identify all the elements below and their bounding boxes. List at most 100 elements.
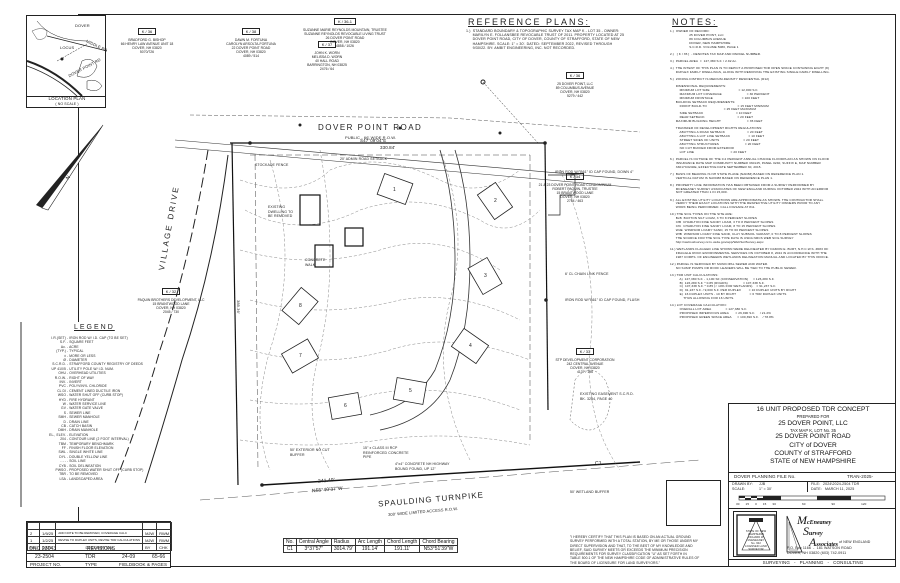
- note-item: 6.) PARCEL IS OUTSIDE OF THE 0.2 PERCENT…: [670, 156, 830, 169]
- legend-description: FIRE HYDRANT: [69, 397, 95, 402]
- legend-description: CATCH BASIN: [69, 424, 93, 428]
- legend-separator: -: [66, 397, 70, 402]
- legend-separator: -: [66, 358, 70, 362]
- legend-item: CL DI - CEMENT LINED DUCTILE IRON: [26, 389, 120, 394]
- legend-description: SEWER LINE: [69, 410, 91, 415]
- legend-separator: -: [66, 410, 70, 415]
- legend-item: I.R.(SET) - IRON ROD W/ I.D. CAP (TO BE …: [26, 336, 128, 341]
- scale-tick-label: 0: [755, 502, 757, 506]
- note-item: 12.) PARCEL IS SERVICED BY MUNICIPAL SEW…: [670, 261, 797, 270]
- abutter-line: CAROLYN ARSOLTA-FORTUNA: [226, 42, 276, 46]
- abutter-line: 4137 / 196: [576, 370, 594, 374]
- scale-tick-label: 15: [745, 502, 750, 506]
- note-item: 10.) THE SOIL TYPES ON THE SITE ARE: BxB…: [670, 212, 812, 244]
- abutter-line: 89 COLUMBUS AVENUE: [555, 86, 595, 90]
- location-label-locus: LOCUS: [60, 45, 75, 50]
- unit-number: 2: [494, 198, 497, 204]
- curve-table-row: C1 3°37'57" 3014.79' 191.14' 191.11' N53…: [283, 545, 458, 553]
- unit-number: 3: [484, 273, 487, 279]
- note-item: 2.) [ K / 35 ] - DENOTES TAX MAP AND PAR…: [670, 51, 762, 56]
- legend-symbol: S.F.: [59, 340, 66, 345]
- legend-symbol: D: [63, 419, 66, 424]
- legend-symbol: FF: [61, 446, 66, 450]
- callout-no-cut-buffer: 50' EXTERIOR NO CUT BUFFER: [290, 448, 330, 457]
- location-plan: DOVER MIDDLE RD LOCUS DOVER POINT RD LOC…: [26, 15, 108, 108]
- legend-symbol: CB: [61, 424, 66, 428]
- abutter-line: DOVER, NH 03820: [570, 366, 600, 370]
- notes-title: NOTES:: [672, 17, 718, 27]
- legend-item: ± - MORE OR LESS: [26, 354, 96, 359]
- legend-item: CB - CATCH BASIN: [26, 424, 92, 429]
- curve-label: C1: [595, 461, 602, 467]
- legend-description: CONTOUR LINE (2 FOOT INTERVAL): [69, 437, 129, 442]
- legend-separator: -: [66, 424, 70, 428]
- tax-map-tag: K / 36-1: [333, 18, 356, 25]
- legend-symbol: - - -: [60, 459, 66, 464]
- legend-item: INV. - INVERT: [26, 380, 82, 385]
- legend-separator: -: [66, 428, 70, 433]
- legend-item: HYD - FIRE HYDRANT: [26, 398, 95, 403]
- tax-map-tag: K / 37: [317, 41, 337, 48]
- legend-symbol: LSA: [59, 476, 66, 481]
- legend-symbol: S.C.R.D.: [52, 362, 66, 367]
- legend-item: UP 410/5 - UTILITY POLE W/ I.D. NUM.: [26, 367, 114, 372]
- callout-existing-dwelling: EXISTING DWELLING TO BE REMOVED: [268, 205, 294, 219]
- legend-separator: -: [66, 463, 70, 468]
- sheet-border: [78, 14, 896, 567]
- callout-stockade: STOCKADE FENCE: [255, 163, 289, 167]
- legend-item: DYL - DOUBLE YELLOW LINE: [26, 455, 107, 460]
- legend: LEGEND I.R.(SET) - IRON ROD W/ I.D. CAP …: [20, 322, 166, 507]
- company-region: of NEW ENGLAND: [839, 540, 871, 544]
- abutter-line: 4858 / 1026: [336, 44, 354, 48]
- legend-item: W - WATER SERVICE LINE: [26, 402, 106, 407]
- project-no-label: PROJECT NO.: [30, 562, 62, 567]
- tax-map-tag: K / 36: [137, 28, 157, 35]
- revisions-block: 2 1/9/25 ADD NOTE TO BE REMOVED, COVERAG…: [26, 521, 173, 568]
- scale-tick-label: 90: [831, 502, 836, 506]
- legend-symbol: Ø: [63, 358, 66, 362]
- onc-number: ONC 23043: [29, 546, 57, 552]
- legend-description: DIAMETER: [69, 358, 88, 362]
- legend-description: ACRE: [69, 344, 79, 349]
- legend-item: Ac. - ACRE: [26, 345, 79, 350]
- legend-description: SINGLE WHITE LINE: [69, 450, 103, 455]
- svg-text:N: N: [65, 174, 72, 181]
- note-item: 5.) ZONING DISTRICT IS MEDIUM-DENSITY RE…: [670, 76, 770, 81]
- fieldbook-pages: 65-66: [152, 554, 166, 560]
- legend-item: TBM - TEMPORARY BENCHMARK: [26, 442, 114, 447]
- abutter-line: DOVER, NH 03820: [560, 90, 590, 94]
- legend-description: DRAIN MANHOLE: [69, 428, 99, 433]
- legend-item: (TYP.) - TYPICAL: [26, 349, 84, 354]
- legend-description: TYPICAL: [69, 349, 84, 354]
- planning-file-label: DOVER PLANNING FILE No.: [734, 474, 796, 479]
- legend-item: TBR - TO BE REMOVED: [26, 472, 98, 477]
- legend-item: S - SEWER LINE: [26, 411, 91, 416]
- abutter-line: 15 BRANTWOOD LANE: [152, 302, 190, 306]
- legend-symbol: SMH: [58, 415, 66, 420]
- location-map-sketch: [27, 20, 107, 96]
- seal-text-line: RICHARD W. McENEANEY: [747, 536, 765, 542]
- legend-separator: -: [66, 454, 70, 459]
- revision-header-row: NO. DATE DESCRIPTION BY CHK: [26, 543, 173, 551]
- legend-item: EL., ELEV. - ELEVATION: [26, 433, 88, 438]
- distance-west: 385.36': [236, 300, 241, 314]
- legend-separator: -: [66, 472, 70, 477]
- abutter-line: 40 HALL ROAD: [315, 59, 339, 63]
- bearing-top: S47°09'04"E: [360, 138, 387, 143]
- legend-separator: -: [66, 476, 70, 481]
- note-item: 9.) ALL EXISTING UTILITY LOCATIONS ARE A…: [670, 197, 824, 210]
- legend-separator: -: [66, 393, 70, 398]
- abutter-line: DAWN M. FORTUNA: [234, 38, 268, 42]
- planning-file-value: TRAN-2025-: [847, 474, 874, 479]
- abutter-line: 4089 / 514: [242, 54, 260, 58]
- scale-tick-label: 30: [772, 502, 776, 506]
- title-line: PREPARED FOR: [796, 414, 830, 420]
- legend-description: WATER SERVICE LINE: [69, 402, 107, 406]
- scale-label: SCALE:: [732, 487, 746, 491]
- legend-item: PVC - POLYVINYL CHLORIDE: [26, 384, 107, 389]
